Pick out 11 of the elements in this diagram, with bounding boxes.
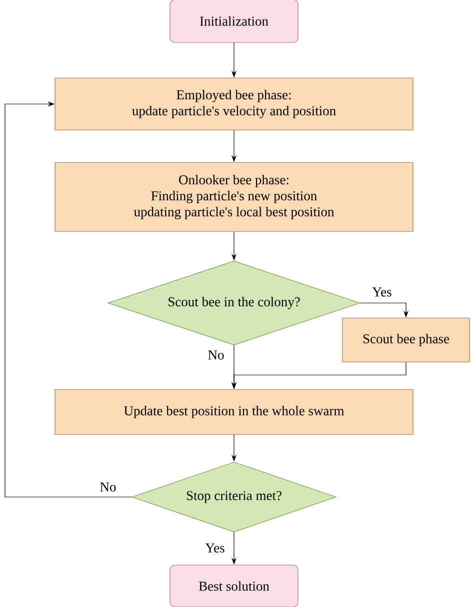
edge-label: No <box>98 482 118 492</box>
process-box: Update best position in the whole swarm <box>54 389 414 435</box>
arrow <box>4 101 132 498</box>
edge-label: Yes <box>371 286 393 298</box>
process-box: Scout bee phase <box>342 318 470 362</box>
edge-label: No <box>206 350 226 360</box>
process-box: Employed bee phase: update particle's velocity and position <box>54 78 414 130</box>
edge-label: Yes <box>204 542 226 554</box>
process-box: Onlooker bee phase: Finding particle's new position updating particle's local best position <box>54 162 414 232</box>
terminal-box: Initialization <box>170 0 298 43</box>
terminal-box: Best solution <box>170 564 298 607</box>
